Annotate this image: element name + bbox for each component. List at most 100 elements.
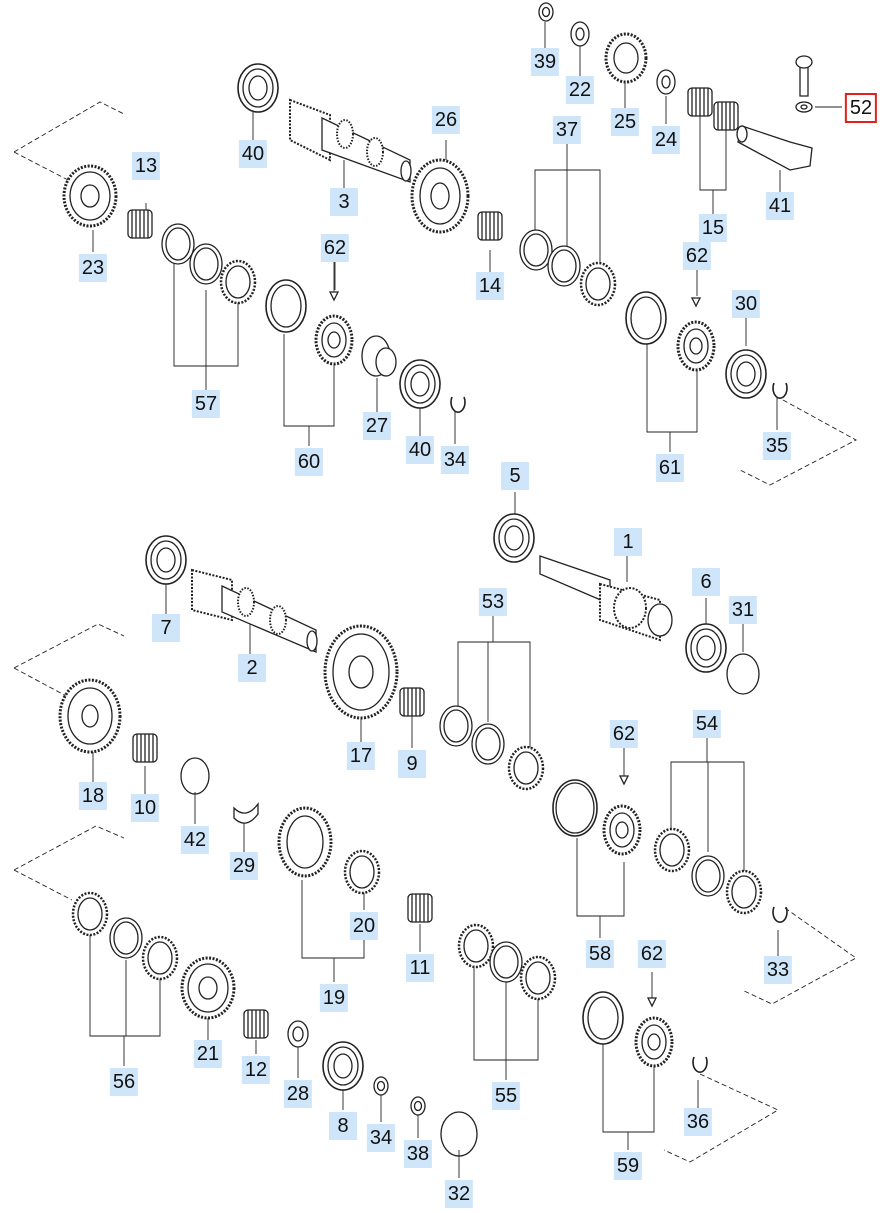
label-36: 36 xyxy=(683,1108,713,1136)
label-3: 3 xyxy=(330,188,358,216)
gear-19 xyxy=(279,808,331,876)
insert-62b xyxy=(692,298,700,306)
snap-ring-34-upper xyxy=(450,396,466,413)
o-ring-32 xyxy=(441,1112,477,1156)
collar-27 xyxy=(362,336,396,376)
synchro-ring-57a xyxy=(161,223,195,265)
synchro-ring-54b xyxy=(691,855,725,897)
bearing-8 xyxy=(322,1041,364,1091)
label-17: 17 xyxy=(346,742,376,770)
synchro-ring-53c xyxy=(507,745,545,791)
label-34-upper: 34 xyxy=(440,446,470,474)
synchro-ring-53a xyxy=(439,705,473,747)
bearing-7 xyxy=(145,535,187,585)
countershaft-3 xyxy=(290,100,411,182)
label-5: 5 xyxy=(501,462,529,490)
snap-ring-42 xyxy=(181,758,209,794)
insert-62d xyxy=(648,998,656,1006)
synchro-ring-37b xyxy=(547,245,581,287)
label-37: 37 xyxy=(552,116,582,144)
sleeve-60 xyxy=(265,279,307,333)
label-30: 30 xyxy=(731,290,761,318)
label-38: 38 xyxy=(403,1140,433,1168)
needle-bearing-10 xyxy=(132,733,158,763)
o-ring-31 xyxy=(727,654,759,694)
label-62-b: 62 xyxy=(682,242,712,270)
washer-52 xyxy=(796,102,812,112)
label-59: 59 xyxy=(613,1152,643,1180)
gear-ring-20 xyxy=(343,849,381,895)
label-61: 61 xyxy=(655,454,685,482)
label-27: 27 xyxy=(362,412,392,440)
bearing-6 xyxy=(685,623,727,673)
needle-bearing-12 xyxy=(243,1009,269,1039)
label-25: 25 xyxy=(610,108,640,136)
label-33: 33 xyxy=(763,956,793,984)
needle-bearing-15b xyxy=(713,101,739,131)
half-washer-29 xyxy=(234,804,258,823)
label-23: 23 xyxy=(78,254,108,282)
label-58: 58 xyxy=(585,940,615,968)
synchro-ring-55b xyxy=(489,941,523,983)
synchro-ring-54a xyxy=(653,827,691,873)
label-24: 24 xyxy=(651,126,681,154)
label-62-d: 62 xyxy=(637,940,667,968)
label-19: 19 xyxy=(319,984,349,1012)
label-29: 29 xyxy=(229,852,259,880)
washer-24 xyxy=(657,70,675,94)
gear-21 xyxy=(180,956,236,1020)
label-57: 57 xyxy=(191,390,221,418)
needle-bearing-11 xyxy=(407,893,433,923)
gear-17 xyxy=(325,626,397,718)
washer-28 xyxy=(288,1021,308,1047)
sleeve-59 xyxy=(582,991,624,1045)
guide-lines-lower xyxy=(13,492,857,1178)
label-62-c: 62 xyxy=(609,720,639,748)
label-2: 2 xyxy=(238,654,266,682)
label-7: 7 xyxy=(152,614,180,642)
bearing-5 xyxy=(493,513,535,563)
label-15: 15 xyxy=(698,214,728,242)
synchro-ring-54c xyxy=(725,869,763,915)
label-8: 8 xyxy=(329,1112,357,1140)
snap-ring-38 xyxy=(410,1096,426,1116)
synchro-ring-57b xyxy=(189,243,223,285)
needle-bearing-14 xyxy=(477,211,503,241)
gear-23 xyxy=(62,164,118,228)
hub-59 xyxy=(634,1016,674,1068)
label-39: 39 xyxy=(530,48,560,76)
label-28: 28 xyxy=(283,1080,313,1108)
synchro-ring-56c xyxy=(141,935,179,981)
label-10: 10 xyxy=(130,794,160,822)
label-53: 53 xyxy=(478,588,508,616)
label-12: 12 xyxy=(241,1056,271,1084)
countershaft-2 xyxy=(192,570,317,652)
insert-62c xyxy=(620,776,628,784)
label-62-a: 62 xyxy=(320,234,350,262)
label-21: 21 xyxy=(193,1040,223,1068)
label-60: 60 xyxy=(294,448,324,476)
label-22: 22 xyxy=(565,76,595,104)
label-41: 41 xyxy=(765,192,795,220)
label-18: 18 xyxy=(78,782,108,810)
label-14: 14 xyxy=(475,272,505,300)
gear-18 xyxy=(60,680,120,752)
washer-22 xyxy=(571,22,589,46)
label-55: 55 xyxy=(491,1082,521,1110)
synchro-ring-53b xyxy=(471,723,505,765)
synchro-ring-37a xyxy=(519,229,553,271)
snap-ring-33 xyxy=(772,906,788,923)
bearing-30 xyxy=(725,349,767,399)
guide-lines-upper xyxy=(13,22,857,486)
label-13: 13 xyxy=(131,152,161,180)
label-20: 20 xyxy=(349,912,379,940)
label-32: 32 xyxy=(444,1180,474,1208)
label-11: 11 xyxy=(406,954,434,982)
label-1: 1 xyxy=(614,528,642,556)
needle-bearing-13 xyxy=(127,209,153,239)
label-40-mid: 40 xyxy=(405,436,435,464)
snap-ring-35 xyxy=(772,382,788,399)
sleeve-58 xyxy=(552,779,598,837)
label-54: 54 xyxy=(692,710,722,738)
